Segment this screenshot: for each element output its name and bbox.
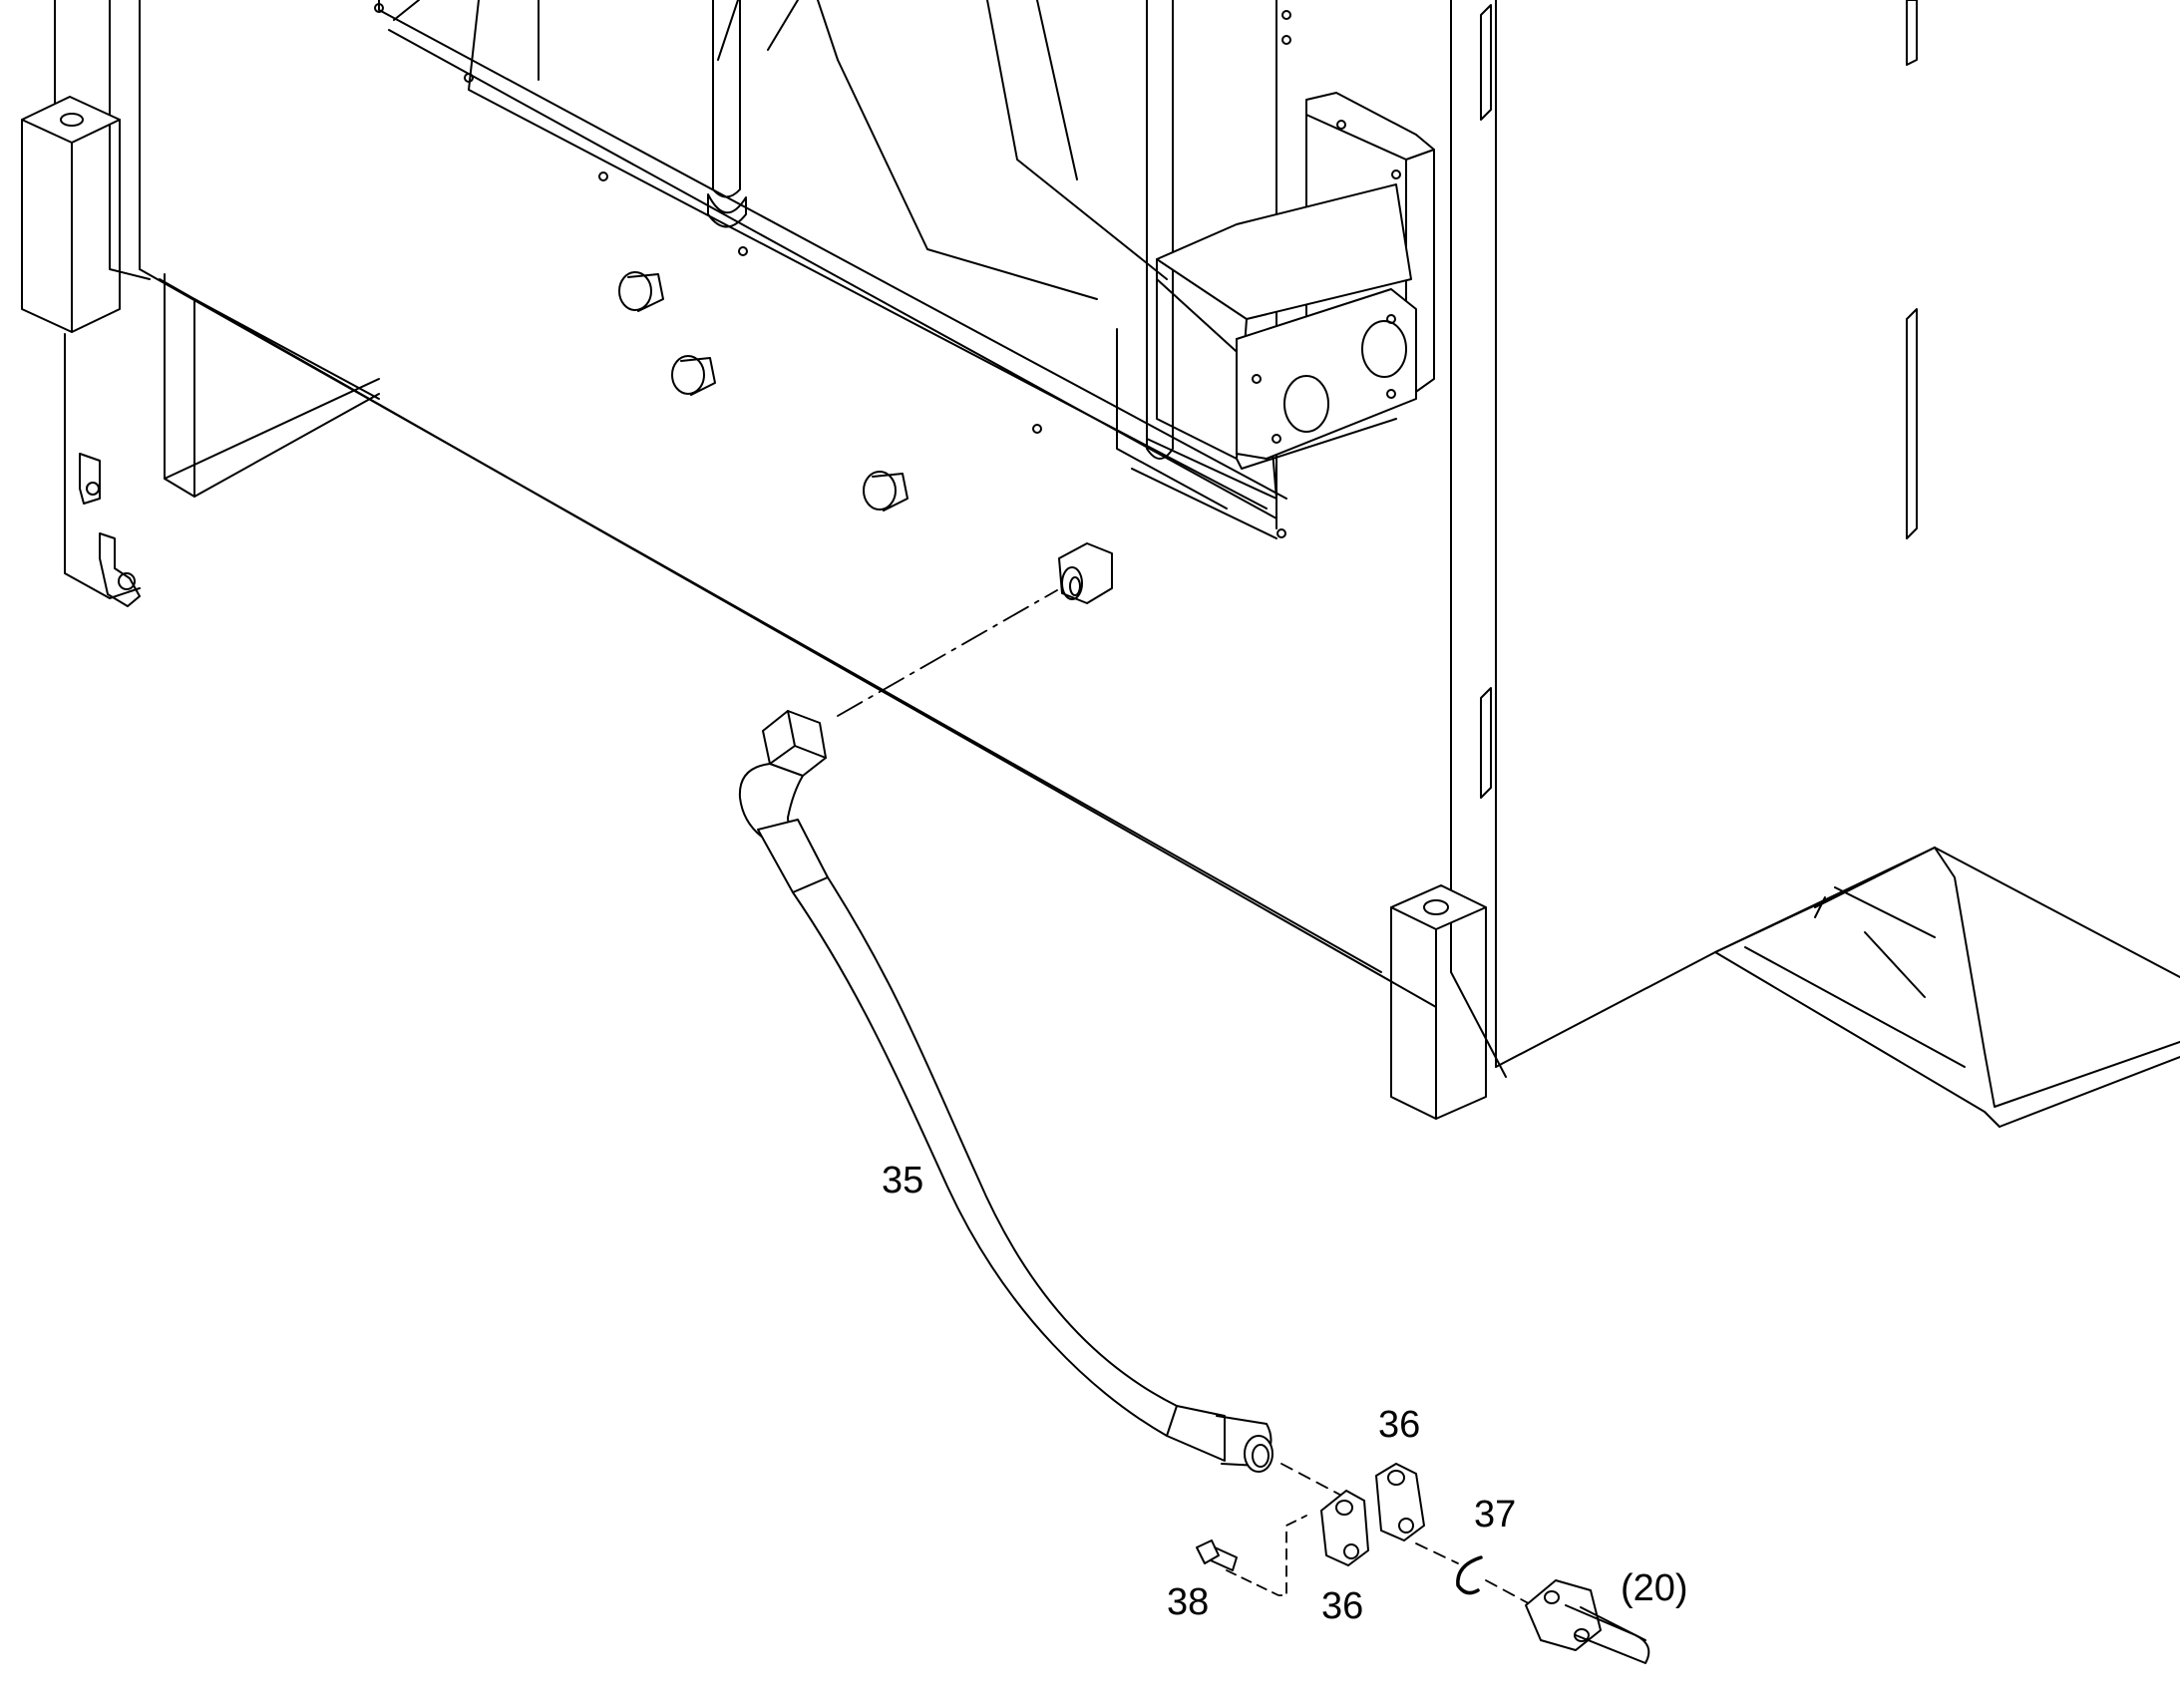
upper-pipes (707, 0, 1174, 460)
callout-o-ring-37: 37 (1474, 1494, 1517, 1536)
callout-hose-35: 35 (882, 1160, 924, 1201)
hydraulic-pump (1156, 92, 1435, 470)
callout-flange-half-36-lower: 36 (1321, 1585, 1364, 1627)
left-frame-bracket (21, 0, 380, 607)
hydraulic-hose (738, 589, 1273, 1473)
flange-assembly (1196, 1463, 1650, 1664)
callout-reference-flange-20: (20) (1621, 1567, 1688, 1609)
right-frame-post (1390, 884, 1487, 1120)
callout-flange-half-36-upper: 36 (1378, 1404, 1421, 1446)
panel-ports (618, 271, 908, 512)
radiator-housing-panel (139, 0, 2180, 1078)
adapter-fitting (1058, 542, 1113, 604)
right-lower-tray (1714, 847, 2180, 1128)
callout-bolt-38: 38 (1167, 1581, 1210, 1623)
